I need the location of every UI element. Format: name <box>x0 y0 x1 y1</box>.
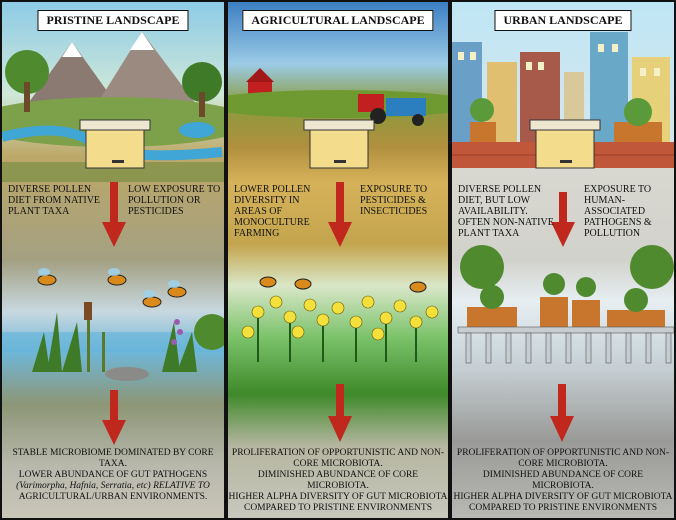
outcome-line: MICROBIOTA. <box>532 481 594 491</box>
outcome-line: (Varimorpha, Hafnia, Serratia, etc) RELA… <box>16 481 210 491</box>
outcome-line: PROLIFERATION OF OPPORTUNISTIC AND NON- <box>231 448 445 458</box>
outcome-text: PROLIFERATION OF OPPORTUNISTIC AND NON- … <box>228 448 448 514</box>
pristine-panel: PRISTINE LANDSCAPE DIVERSE POLLEN DIET F… <box>0 0 226 520</box>
agricultural-panel: AGRICULTURAL LANDSCAPE LOWER POLLEN DIVE… <box>226 0 450 520</box>
outcome-line: DIMINISHED ABUNDANCE OF CORE <box>482 470 644 480</box>
outcome-line: PROLIFERATION OF OPPORTUNISTIC AND NON- <box>456 448 670 458</box>
outcome-line: HIGHER ALPHA DIVERSITY OF GUT MICROBIOTA <box>453 492 673 502</box>
panel-title: AGRICULTURAL LANDSCAPE <box>242 10 434 31</box>
outcome-text: STABLE MICROBIOME DOMINATED BY CORE TAXA… <box>2 448 224 503</box>
arrow-shape <box>102 222 126 247</box>
outcome-line: STABLE MICROBIOME DOMINATED BY CORE TAXA… <box>12 448 214 469</box>
outcome-text: PROLIFERATION OF OPPORTUNISTIC AND NON- … <box>452 448 674 514</box>
arrow-shape <box>551 222 575 247</box>
outcome-line: HIGHER ALPHA DIVERSITY OF GUT MICROBIOTA <box>228 492 448 502</box>
mountain-shape <box>22 42 122 112</box>
outcome-line: AGRICULTURAL/URBAN ENVIRONMENTS. <box>18 492 208 502</box>
panel-title: PRISTINE LANDSCAPE <box>37 10 189 31</box>
tree-shape <box>460 245 504 289</box>
outcome-line: DIMINISHED ABUNDANCE OF CORE <box>257 470 419 480</box>
right-description: LOW EXPOSURE TO POLLUTION OR PESTICIDES <box>128 184 221 217</box>
tractor-shape <box>358 94 384 112</box>
outcome-line: COMPARED TO PRISTINE ENVIRONMENTS <box>468 503 657 513</box>
outcome-line: CORE MICROBIOTA. <box>293 459 383 469</box>
tree-shape <box>5 50 49 94</box>
agricultural-illustration <box>228 2 448 518</box>
right-description: EXPOSURE TO HUMAN-ASSOCIATED PATHOGENS &… <box>584 184 652 239</box>
left-description: DIVERSE POLLEN DIET FROM NATIVE PLANT TA… <box>8 184 101 217</box>
panel-title: URBAN LANDSCAPE <box>494 10 632 31</box>
outcome-line: CORE MICROBIOTA. <box>518 459 608 469</box>
right-description: EXPOSURE TO PESTICIDES & INSECTICIDES <box>360 184 428 217</box>
left-description: DIVERSE POLLEN DIET, BUT LOW AVAILABILIT… <box>458 184 554 239</box>
outcome-line: COMPARED TO PRISTINE ENVIRONMENTS <box>243 503 432 513</box>
urban-panel: URBAN LANDSCAPE DIVERSE POLLEN DIET, BUT… <box>450 0 676 520</box>
pristine-illustration <box>2 2 224 518</box>
outcome-line: MICROBIOTA. <box>307 481 369 491</box>
flower-field <box>241 295 439 341</box>
railing <box>457 326 674 334</box>
outcome-line: LOWER ABUNDANCE OF GUT PATHOGENS <box>18 470 208 480</box>
arrow-shape <box>328 222 352 247</box>
left-description: LOWER POLLEN DIVERSITY IN AREAS OF MONOC… <box>234 184 311 239</box>
urban-illustration <box>452 2 674 518</box>
